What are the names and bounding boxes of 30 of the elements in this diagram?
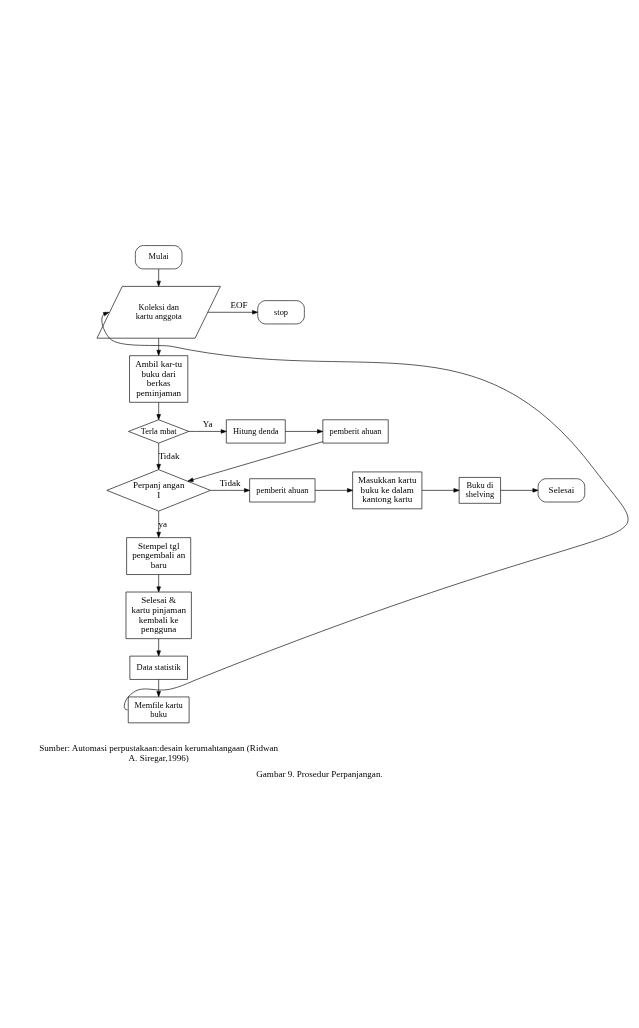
arrow <box>156 574 161 593</box>
node-box: Masukkan kartu buku ke dalam kantong kartu <box>352 471 423 510</box>
arrow <box>156 402 161 420</box>
node-box: Selesai <box>537 478 586 503</box>
node-box: Selesai & kartu pinjaman kembali ke pengguna <box>125 591 192 639</box>
edge-label: EOF <box>230 299 248 310</box>
arrow <box>156 638 161 657</box>
caption: Gambar 9. Prosedur Perpanjangan. <box>256 769 383 780</box>
arrow <box>207 310 258 315</box>
arrow <box>156 679 161 697</box>
arrow <box>187 441 324 482</box>
node-box: Ambil kar-tu buku dari berkas peminjaman <box>129 355 189 403</box>
arrow <box>421 488 460 493</box>
arrow <box>156 442 161 470</box>
arrow <box>285 429 323 434</box>
arrow <box>101 311 628 711</box>
node-box: Stempel tgl pengembali an baru <box>126 537 192 575</box>
arrow <box>156 268 161 287</box>
arrow <box>188 429 227 434</box>
edge-label: Tidak <box>158 450 180 461</box>
arrow <box>314 488 353 493</box>
edge-label: Tidak <box>219 477 241 488</box>
node-diamond: Perpanj angan I <box>106 469 211 512</box>
edge-label: Ya <box>202 419 213 430</box>
arrow <box>156 510 161 538</box>
label: Sumber: Automasi perpustakaan:desain kerumahtangaan (Ridwan A. Siregar,1996) <box>39 743 279 764</box>
arrow <box>210 488 250 493</box>
arrow <box>500 488 539 493</box>
edge-label: ya <box>158 518 168 529</box>
arrow <box>156 337 161 356</box>
